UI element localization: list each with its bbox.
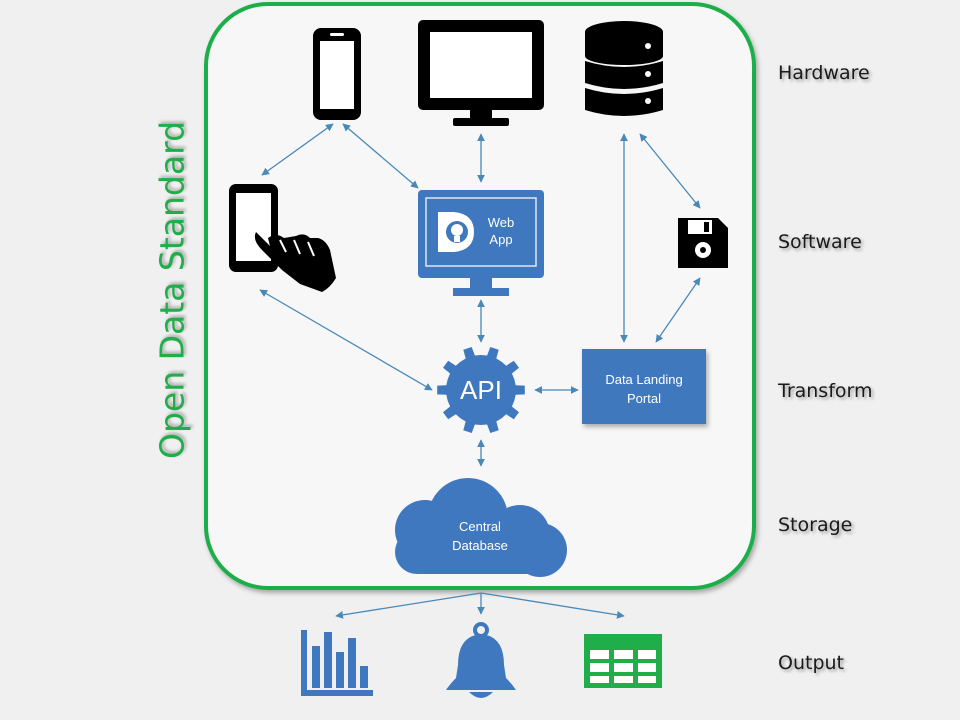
smartphone-icon	[313, 28, 361, 120]
arrow-floppy-portal	[655, 277, 701, 343]
api-label: API	[460, 375, 502, 405]
web-app-logo-icon	[432, 208, 476, 252]
central-database-node	[395, 478, 567, 577]
monitor-icon	[418, 20, 544, 126]
arrow-tablet-api	[259, 289, 433, 391]
bell-icon	[446, 622, 516, 698]
web-app-label-line1: Web	[487, 215, 515, 230]
layer-label-storage: Storage	[778, 514, 853, 536]
data-landing-portal-node	[582, 349, 706, 424]
arrow-phone-tablet	[261, 123, 334, 176]
data-landing-label-line2: Portal	[627, 391, 661, 406]
api-gear-node	[437, 347, 525, 433]
central-database-label: Central Database	[430, 517, 530, 555]
layer-label-software: Software	[778, 231, 862, 253]
connector-arrows	[259, 123, 701, 619]
tablet-touch-icon	[229, 184, 336, 292]
data-landing-label: Data Landing Portal	[582, 370, 706, 408]
arrow-phone-webapp	[342, 123, 419, 189]
bar-chart-icon	[301, 630, 373, 696]
database-stack-icon	[585, 21, 663, 116]
web-app-node	[418, 190, 544, 296]
layer-label-transform: Transform	[778, 380, 873, 402]
arrow-out-chart	[335, 592, 482, 619]
floppy-disk-icon	[678, 218, 728, 268]
table-grid-icon	[584, 634, 662, 688]
web-app-label-line2: App	[489, 232, 513, 247]
web-app-label: Web App	[474, 214, 528, 248]
arrow-db-floppy	[639, 133, 701, 209]
layer-label-hardware: Hardware	[778, 62, 870, 84]
layer-label-output: Output	[778, 652, 844, 674]
diagram-title: Open Data Standard	[152, 120, 192, 460]
api-gear-shape	[437, 347, 525, 433]
data-landing-label-line1: Data Landing	[605, 372, 683, 387]
central-database-label-line2: Database	[452, 538, 508, 553]
central-database-label-line1: Central	[459, 519, 501, 534]
arrow-out-grid	[480, 592, 625, 619]
